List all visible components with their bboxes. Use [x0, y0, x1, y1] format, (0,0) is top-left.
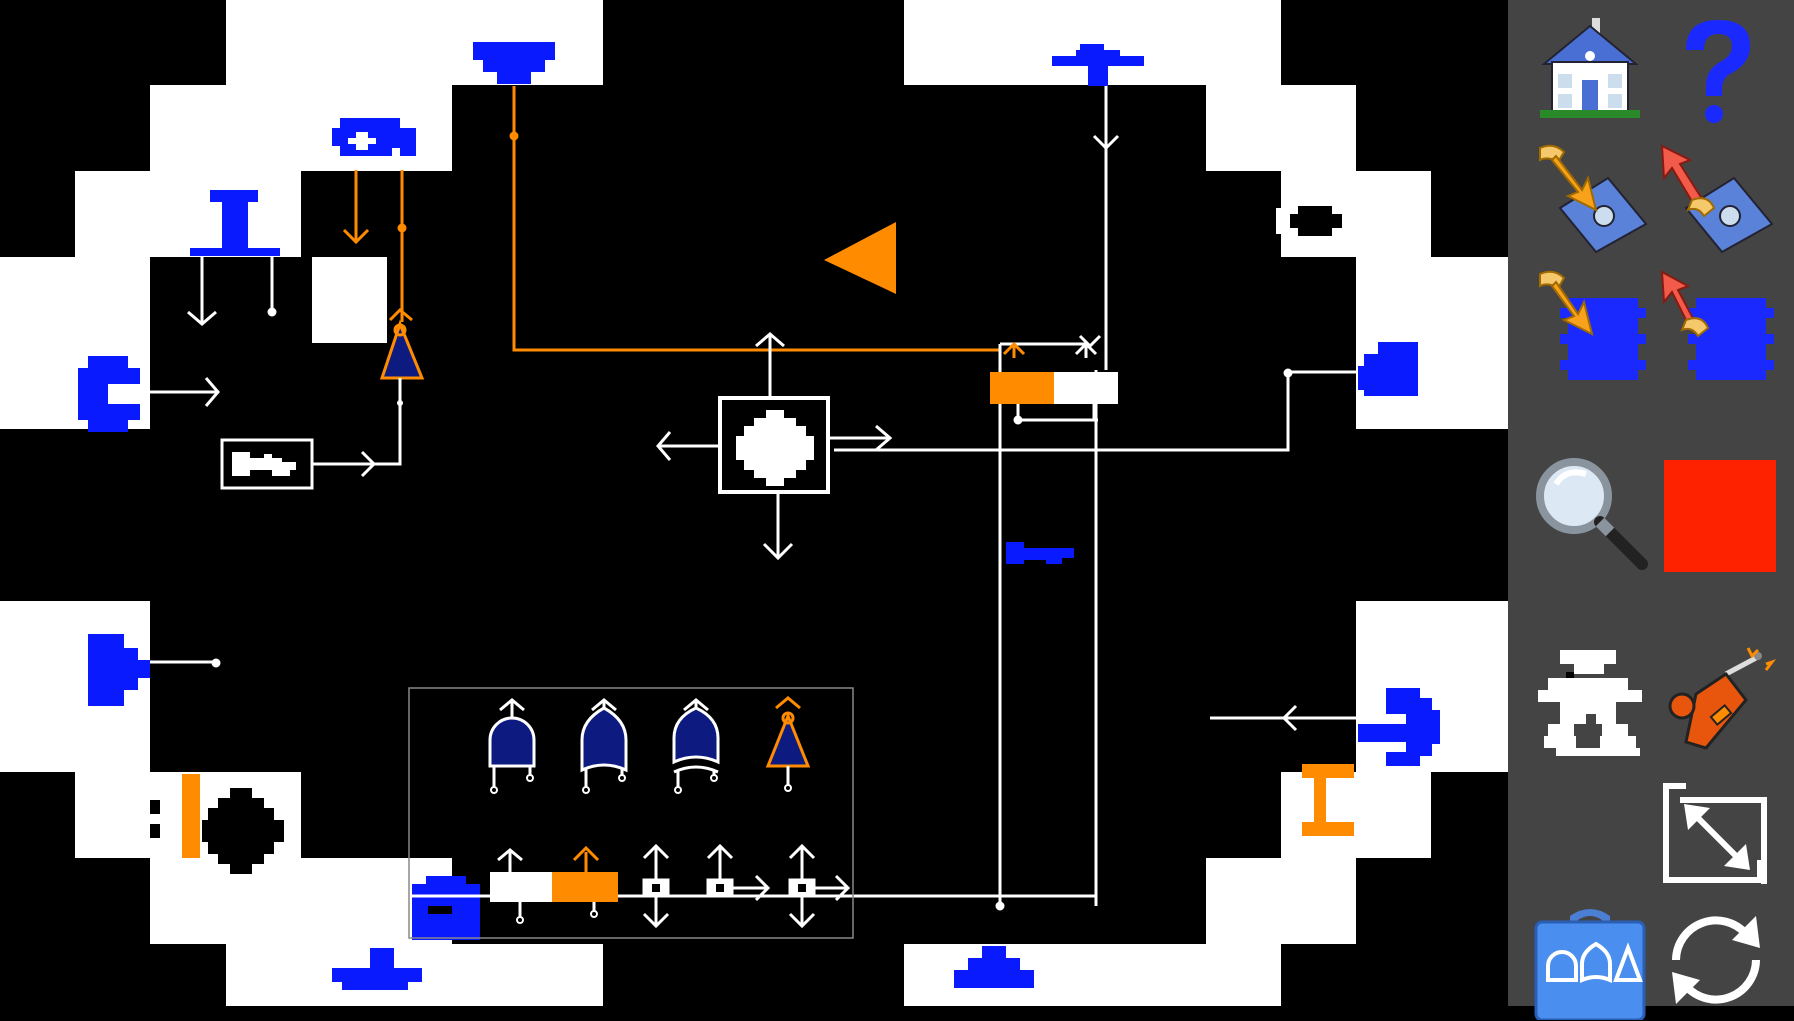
save-chip-button[interactable]: Save chip: [1656, 268, 1776, 388]
stop-button[interactable]: Stop: [1656, 452, 1776, 572]
panel-node-1[interactable]: [642, 843, 670, 929]
save-chip-label: Save chip: [1656, 388, 1657, 389]
left-lower-bumper[interactable]: [88, 634, 150, 706]
key-slot[interactable]: [220, 438, 314, 490]
load-chip-icon: [1539, 270, 1646, 380]
rotate-icon: [1672, 916, 1760, 1004]
bottom-left-thruster[interactable]: [332, 948, 422, 990]
home-label: Home: [1530, 130, 1531, 131]
right-lower-bumper[interactable]: [1358, 688, 1440, 766]
inspect-label: Inspect: [1530, 572, 1531, 573]
stop-label: Stop: [1656, 572, 1657, 573]
toolbox-button[interactable]: Toolbox: [1530, 900, 1650, 1020]
chip-panel[interactable]: [408, 687, 854, 939]
main-flip-flop[interactable]: [990, 341, 1118, 420]
inspect-button[interactable]: Inspect: [1530, 452, 1650, 572]
board-canvas: [0, 0, 1508, 1006]
top-right-thruster[interactable]: [1052, 44, 1144, 86]
help-button[interactable]: Help: [1656, 10, 1776, 130]
bottom-right-thruster[interactable]: [954, 946, 1034, 988]
or-gate[interactable]: [580, 698, 628, 794]
save-chip-icon: [1660, 270, 1774, 380]
resize-icon: [1663, 783, 1767, 884]
stop-icon: [1664, 460, 1776, 572]
right-bumper[interactable]: [1358, 342, 1418, 396]
help-icon: [1686, 20, 1750, 123]
orange-arrow[interactable]: [824, 222, 896, 294]
save-disk-button[interactable]: Save to disk: [1656, 138, 1776, 258]
panel-node-2[interactable]: [706, 843, 771, 902]
home-button[interactable]: Home: [1530, 10, 1650, 130]
toolbar: Home Help Load from disk: [1508, 0, 1794, 1020]
grabber-top[interactable]: [190, 190, 280, 256]
central-sensor[interactable]: [656, 332, 893, 561]
left-bumper[interactable]: [78, 356, 140, 432]
xor-gate[interactable]: [672, 698, 720, 794]
soldering-iron-icon: [1668, 647, 1776, 750]
crystal-object[interactable]: [1276, 196, 1356, 246]
save-disk-label: Save to disk: [1656, 258, 1657, 259]
load-disk-button[interactable]: Load from disk: [1530, 138, 1650, 258]
robot-label: Robot: [1530, 764, 1531, 765]
save-disk-icon: [1660, 144, 1774, 254]
resize-label: Resize: [1656, 896, 1657, 897]
orange-girder[interactable]: [1302, 764, 1354, 836]
panel-node-3[interactable]: [788, 843, 851, 929]
solder-label: Solder: [1656, 764, 1657, 765]
wires-off: [140, 86, 1358, 944]
toolbox-icon: [1534, 909, 1646, 1020]
rotate-button[interactable]: Rotate: [1656, 900, 1776, 1020]
wall-block: [312, 257, 387, 343]
help-label: Help: [1656, 130, 1657, 131]
and-gate[interactable]: [488, 698, 536, 794]
toolbox-item[interactable]: [412, 876, 480, 940]
load-chip-button[interactable]: Load chip: [1530, 268, 1650, 388]
robot-icon: [1538, 650, 1642, 756]
load-disk-icon: [1539, 144, 1648, 254]
circuit-board[interactable]: [0, 0, 1508, 1006]
resize-button[interactable]: Resize: [1656, 776, 1776, 896]
load-chip-label: Load chip: [1530, 388, 1531, 389]
top-left-thruster[interactable]: [473, 42, 555, 84]
solder-button[interactable]: Solder: [1656, 644, 1776, 764]
not-gate[interactable]: [379, 319, 425, 406]
magnifier-icon: [1536, 458, 1648, 570]
panel-flip-flop[interactable]: [490, 845, 618, 924]
wall-key-panel[interactable]: [150, 772, 300, 874]
antenna-top[interactable]: [332, 118, 416, 156]
house-icon: [1540, 18, 1640, 118]
panel-not-gate[interactable]: [765, 696, 811, 792]
key-item[interactable]: [1006, 542, 1074, 564]
robot-button[interactable]: Robot: [1530, 644, 1650, 764]
load-disk-label: Load from disk: [1530, 258, 1531, 259]
